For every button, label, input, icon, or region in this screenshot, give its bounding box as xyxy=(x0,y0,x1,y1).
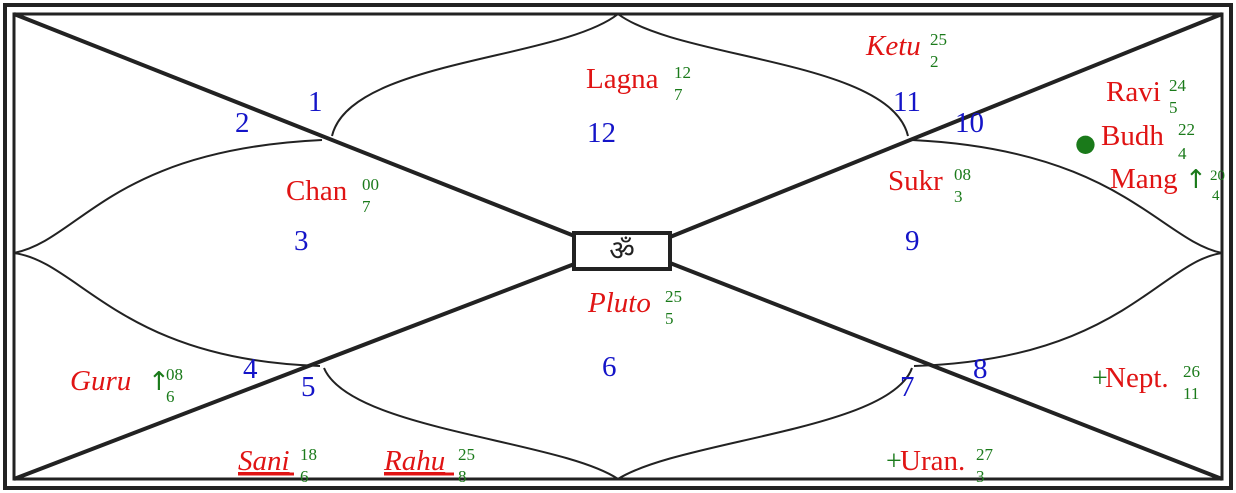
planet-name: Sukr xyxy=(888,165,943,197)
house-number-8: 8 xyxy=(973,353,988,385)
planet-name: Uran. xyxy=(900,445,965,477)
house-number-10: 10 xyxy=(955,107,984,139)
planet-nakshatra: 8 xyxy=(458,467,467,486)
planet-degree: 08 xyxy=(954,165,971,184)
planet-name: Pluto xyxy=(587,287,651,319)
house-number-12: 12 xyxy=(587,117,616,149)
planet-ravi: Ravi 24 5 xyxy=(1106,76,1187,117)
planet-degree: 26 xyxy=(1183,362,1200,381)
planet-nakshatra: 2 xyxy=(930,52,939,71)
planet-nakshatra: 7 xyxy=(674,85,683,104)
planet-degree: 22 xyxy=(1178,120,1195,139)
planet-name: Budh xyxy=(1101,120,1164,152)
house-number-6: 6 xyxy=(602,351,617,383)
planet-nakshatra: 3 xyxy=(976,467,985,486)
planet-degree: 20 xyxy=(1210,168,1225,184)
house-number-11: 11 xyxy=(893,86,921,118)
planet-degree: 25 xyxy=(458,445,475,464)
planet-name: Mang xyxy=(1110,163,1178,195)
planet-name: Sani xyxy=(238,445,290,477)
house-curves xyxy=(13,13,1223,480)
planet-degree: 25 xyxy=(665,287,682,306)
combust-icon: ● xyxy=(1075,129,1096,157)
planet-name: Chan xyxy=(286,175,348,207)
house-number-5: 5 xyxy=(301,371,316,403)
house-number-7: 7 xyxy=(900,371,915,403)
planet-name: Guru xyxy=(70,365,131,397)
planet-nakshatra: 5 xyxy=(665,309,674,328)
planet-degree: 08 xyxy=(166,365,183,384)
planet-nakshatra: 6 xyxy=(300,467,309,486)
planet-sukr: Sukr 08 3 xyxy=(888,165,971,206)
planet-pluto: Pluto 25 5 xyxy=(587,287,682,328)
planet-mang: Mang ↑ 20 4 xyxy=(1110,163,1225,204)
planet-guru: Guru ↑ 08 6 xyxy=(70,365,183,406)
planet-degree: 00 xyxy=(362,175,379,194)
planet-nakshatra: 6 xyxy=(166,387,175,406)
planet-nakshatra: 7 xyxy=(362,197,371,216)
planet-nakshatra: 4 xyxy=(1212,188,1220,204)
house-number-3: 3 xyxy=(294,225,309,257)
planet-chan: Chan 00 7 xyxy=(286,175,379,216)
planet-name: Lagna xyxy=(586,63,659,95)
exalted-arrow-icon: ↑ xyxy=(1185,165,1207,195)
plus-icon: + xyxy=(886,446,902,477)
planet-name: Rahu xyxy=(383,445,445,477)
planet-name: Ravi xyxy=(1106,76,1161,108)
planet-nakshatra: 5 xyxy=(1169,98,1178,117)
house-number-1: 1 xyxy=(308,86,323,118)
planet-labels: Lagna 12 7 Ketu 25 2 Ravi 24 5 ● Budh 22… xyxy=(70,30,1225,486)
house-number-9: 9 xyxy=(905,225,920,257)
planet-degree: 18 xyxy=(300,445,317,464)
chart-diagonals xyxy=(13,12,1223,481)
house-number-4: 4 xyxy=(243,353,258,385)
center-box: ॐ xyxy=(572,231,672,271)
planet-budh: ● Budh 22 4 xyxy=(1075,120,1195,163)
plus-icon: + xyxy=(1092,363,1108,394)
planet-degree: 25 xyxy=(930,30,947,49)
planet-nakshatra: 4 xyxy=(1178,144,1187,163)
planet-rahu: Rahu 25 8 xyxy=(383,445,475,486)
house-numbers: 1 2 3 4 5 6 7 8 9 10 11 12 xyxy=(235,86,988,403)
planet-lagna: Lagna 12 7 xyxy=(586,63,691,104)
planet-name: Ketu xyxy=(865,30,921,62)
planet-degree: 12 xyxy=(674,63,691,82)
exalted-arrow-icon: ↑ xyxy=(148,367,170,397)
planet-degree: 27 xyxy=(976,445,994,464)
planet-nakshatra: 3 xyxy=(954,187,963,206)
om-symbol: ॐ xyxy=(609,234,635,267)
planet-nept: + Nept. 26 11 xyxy=(1092,362,1200,403)
planet-nakshatra: 11 xyxy=(1183,384,1199,403)
planet-uran: + Uran. 27 3 xyxy=(886,445,994,486)
planet-degree: 24 xyxy=(1169,76,1187,95)
house-number-2: 2 xyxy=(235,107,250,139)
planet-name: Nept. xyxy=(1105,362,1169,394)
planet-sani: Sani 18 6 xyxy=(238,445,317,486)
planet-ketu: Ketu 25 2 xyxy=(865,30,947,71)
